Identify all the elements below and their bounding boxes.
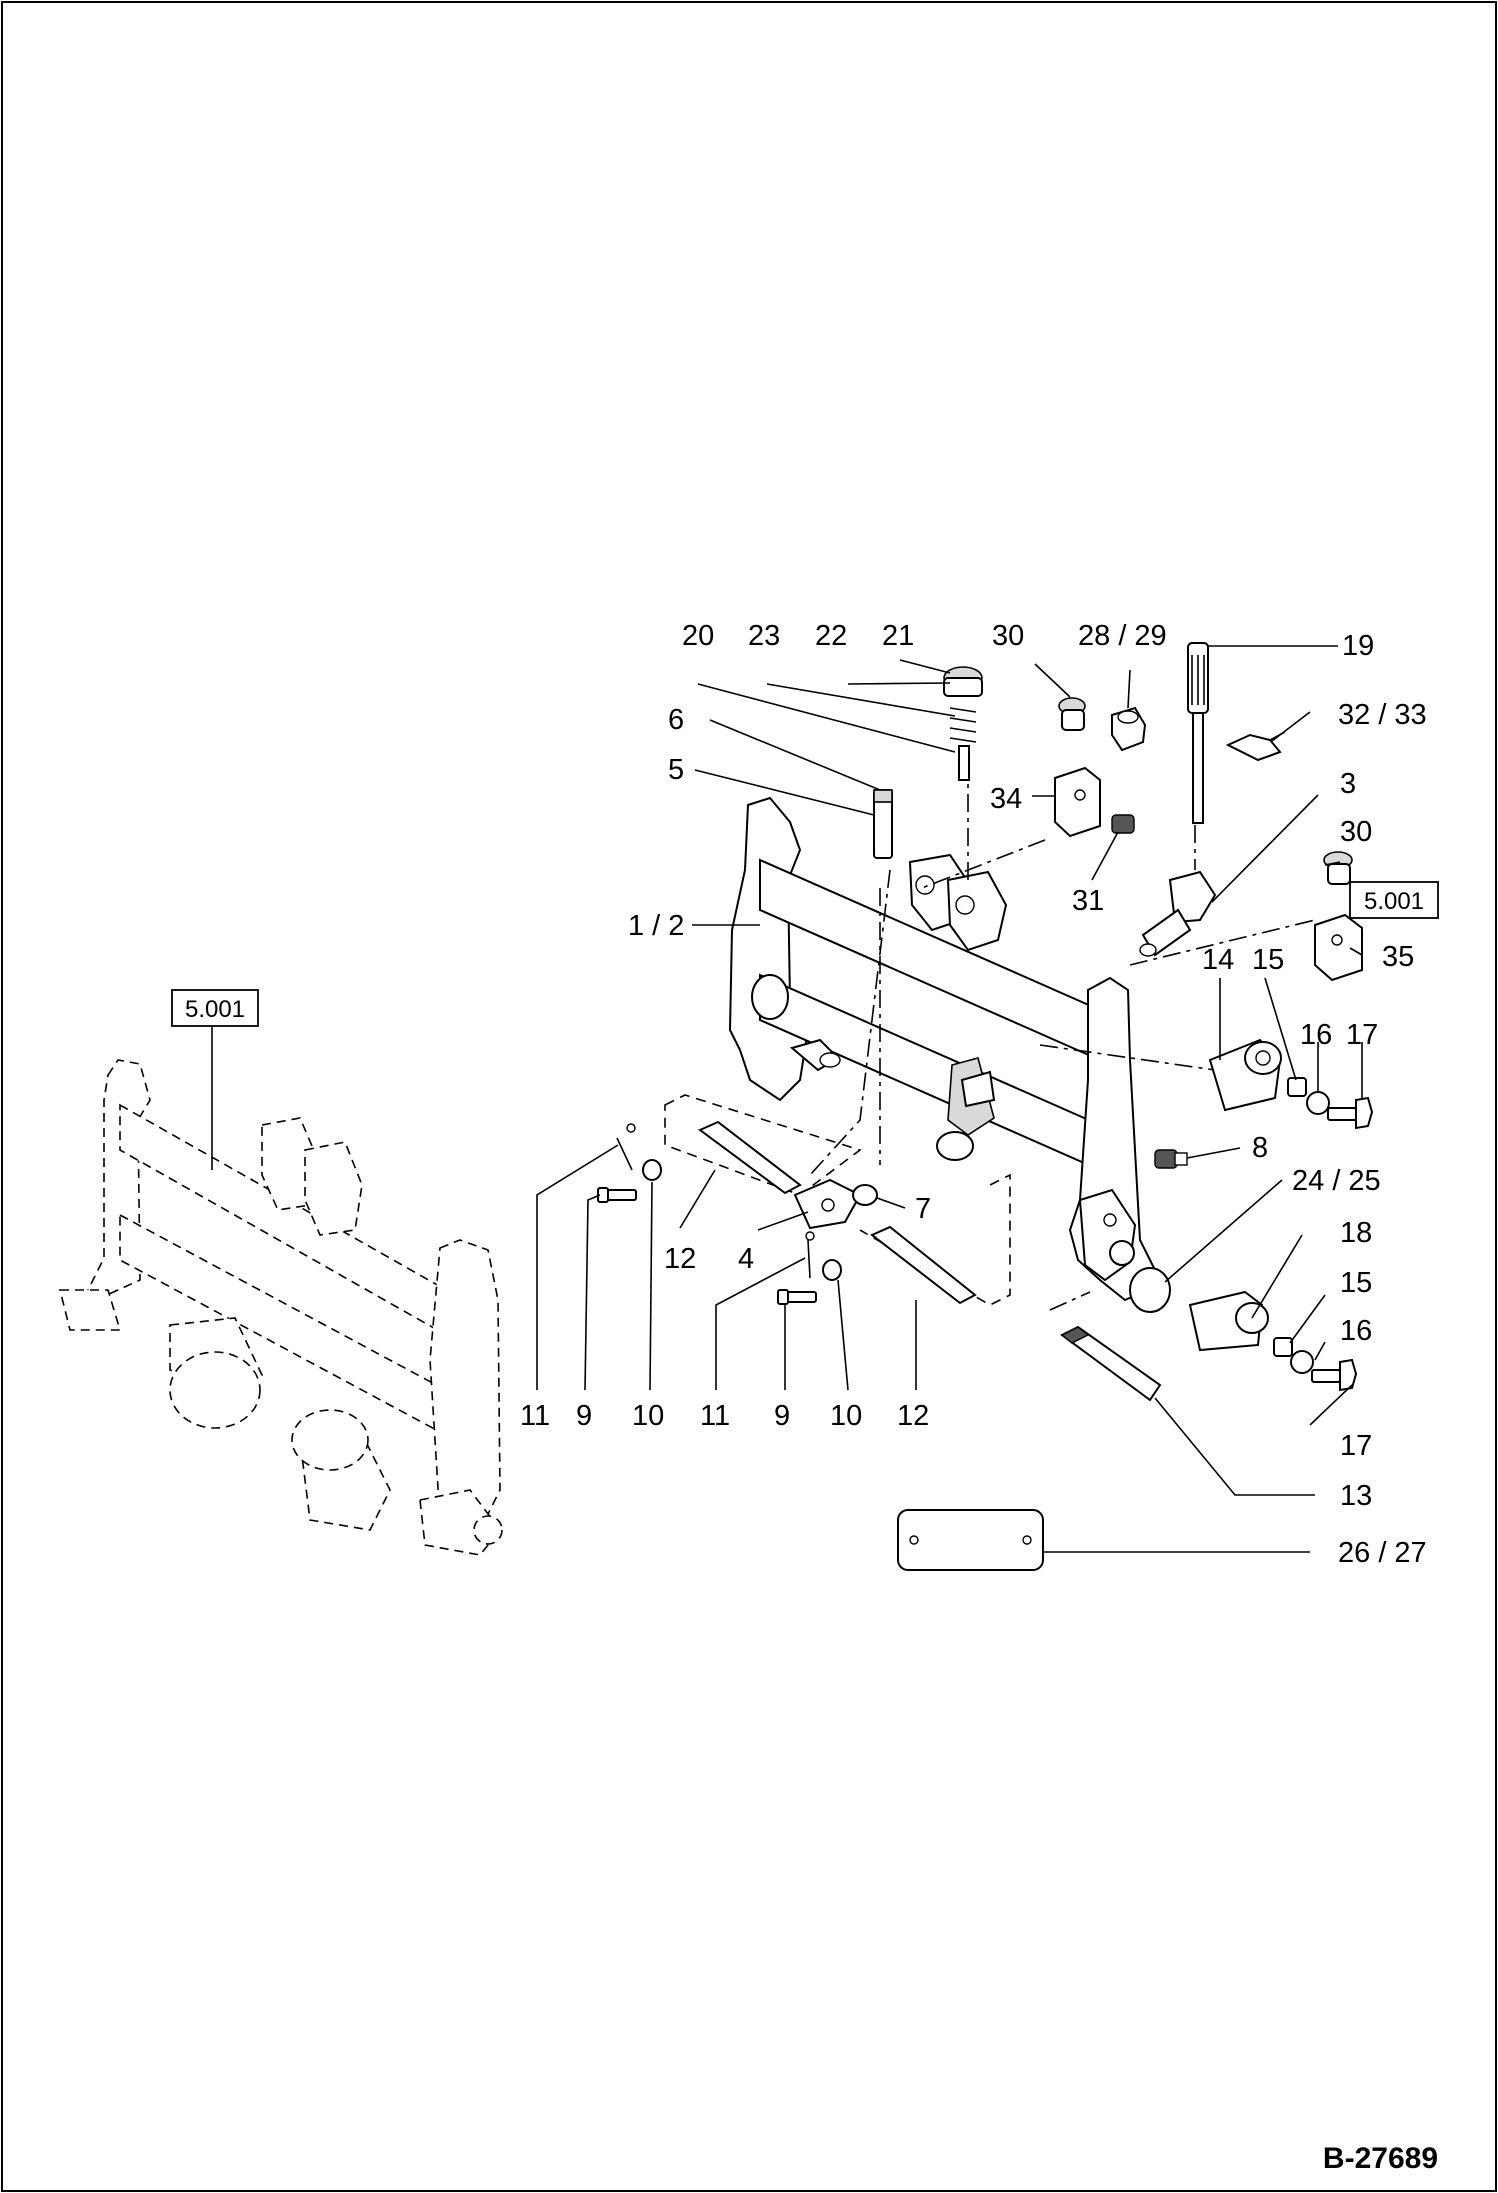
bushing-15a: [1287, 1077, 1307, 1097]
axis-line-1: [921, 839, 1046, 889]
spring: [949, 707, 977, 743]
callout-5: 5: [668, 754, 684, 786]
callout-17b: 17: [1340, 1430, 1372, 1462]
callout-30b: 30: [1340, 816, 1372, 848]
callout-12b: 12: [897, 1400, 929, 1432]
callout-8: 8: [1252, 1132, 1268, 1164]
washer-16b: [1290, 1350, 1314, 1374]
callout-16a: 16: [1300, 1019, 1332, 1051]
cotter-pin-11a: [616, 1123, 636, 1171]
callout-28-29: 28 / 29: [1078, 620, 1167, 652]
callout-15a: 15: [1252, 944, 1284, 976]
axis-line-2: [1129, 919, 1316, 966]
main-frame: [728, 796, 1157, 1302]
washer-24-25: [1129, 1267, 1171, 1313]
washer-10a: [642, 1159, 662, 1181]
axis-line-4: [809, 869, 891, 1176]
pin-5: [873, 789, 893, 859]
callout-7: 7: [915, 1193, 931, 1225]
ref-box-left-label: 5.001: [185, 996, 245, 1023]
pin-rod: [958, 745, 970, 781]
callout-23: 23: [748, 620, 780, 652]
washer-16a: [1306, 1091, 1330, 1115]
callout-31: 31: [1072, 885, 1104, 917]
callout-14: 14: [1202, 944, 1234, 976]
pin-18: [1188, 1290, 1269, 1352]
callout-17a: 17: [1346, 1019, 1378, 1051]
callout-24-25: 24 / 25: [1292, 1165, 1381, 1197]
ref-box-right-label: 5.001: [1364, 888, 1424, 915]
fitting-8: [1154, 1149, 1188, 1169]
callout-21: 21: [882, 620, 914, 652]
callout-20: 20: [682, 620, 714, 652]
lever-3: [1139, 870, 1217, 957]
link-outline-left: [664, 1094, 862, 1196]
axis-line-3: [1039, 1044, 1216, 1071]
bolt-17a: [1327, 1096, 1374, 1130]
callout-10a: 10: [632, 1400, 664, 1432]
clip-32-33: [1225, 731, 1286, 762]
ref-box-right: [1349, 881, 1439, 919]
bushing-15b: [1273, 1337, 1293, 1357]
plate-26-27: [897, 1509, 1044, 1571]
callout-13: 13: [1340, 1480, 1372, 1512]
link-12b: [870, 1225, 977, 1305]
callout-22: 22: [815, 620, 847, 652]
callout-18: 18: [1340, 1217, 1372, 1249]
ref-box-left: [171, 989, 259, 1027]
callout-30a: 30: [992, 620, 1024, 652]
callout-1-2: 1 / 2: [628, 910, 684, 942]
callout-34: 34: [990, 783, 1022, 815]
reference-assembly-ghost: [58, 1059, 503, 1556]
callout-16b: 16: [1340, 1315, 1372, 1347]
callout-19: 19: [1342, 630, 1374, 662]
axis-line-7: [1049, 1291, 1091, 1311]
callout-9b: 9: [774, 1400, 790, 1432]
handle-knob: [943, 666, 983, 697]
callout-3: 3: [1340, 768, 1356, 800]
callout-11a: 11: [520, 1400, 550, 1432]
grease-nipple-30b: [1323, 851, 1353, 885]
rod-13: [1060, 1325, 1162, 1402]
pin-14: [1208, 1038, 1282, 1112]
link-12a: [698, 1120, 802, 1195]
fitting-31: [1111, 814, 1135, 834]
callout-9a: 9: [576, 1400, 592, 1432]
nut-28-29: [1111, 706, 1147, 752]
leader-lines: [536, 645, 1363, 1553]
washer-7: [852, 1184, 878, 1206]
bolt-17b: [1311, 1358, 1358, 1392]
block-35: [1314, 913, 1363, 982]
rod-19: [1187, 642, 1209, 824]
callout-12a: 12: [664, 1243, 696, 1275]
callout-26-27: 26 / 27: [1338, 1537, 1427, 1569]
callout-6: 6: [668, 704, 684, 736]
cotter-pin-11b: [805, 1231, 815, 1279]
bolt-9b: [777, 1289, 817, 1305]
callout-11b: 11: [700, 1400, 730, 1432]
callout-32-33: 32 / 33: [1338, 699, 1427, 731]
drawing-number: B-27689: [1323, 2142, 1438, 2175]
washer-10b: [822, 1259, 842, 1281]
plate-4: [793, 1178, 862, 1230]
block-34: [1054, 766, 1101, 838]
link-outline-right: [859, 1173, 1011, 1306]
callout-10b: 10: [830, 1400, 862, 1432]
callout-15b: 15: [1340, 1267, 1372, 1299]
bolt-9a: [597, 1187, 637, 1203]
grease-nipple-30a: [1058, 697, 1086, 731]
callout-4: 4: [738, 1243, 754, 1275]
callout-35: 35: [1382, 941, 1414, 973]
